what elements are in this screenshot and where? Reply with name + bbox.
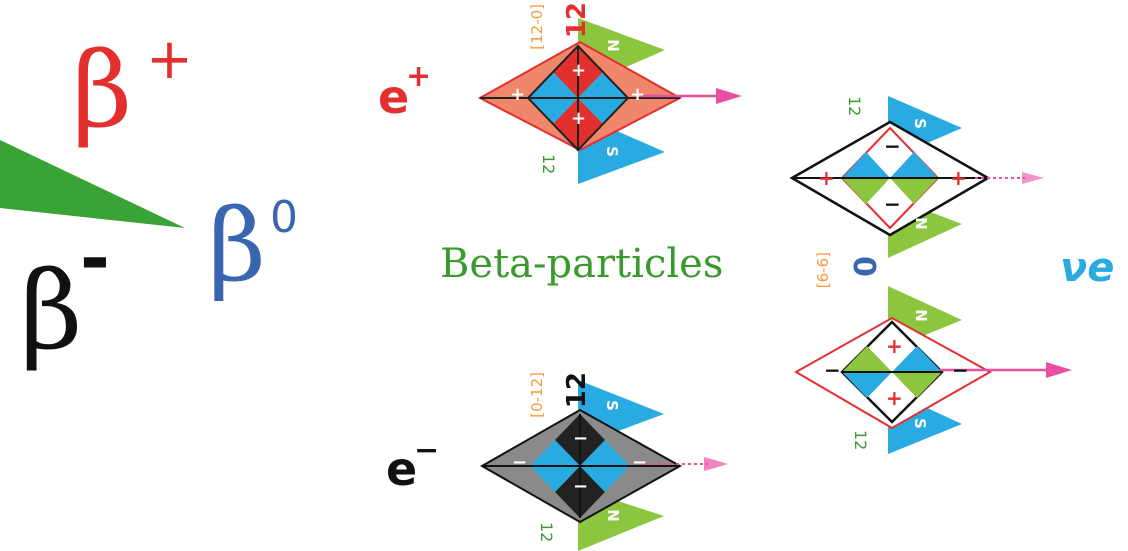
positron-label: e <box>378 74 409 120</box>
neutrino-lower-triangle-n-label: N <box>913 309 928 322</box>
positron-triangle-s-label: S <box>604 146 619 157</box>
neutrino-lower-sign-right: − <box>952 360 969 380</box>
neutrino-lower-sign-bottom: + <box>886 388 903 408</box>
beta-minus-symbol: β <box>20 258 82 366</box>
neutrino-upper-number: 12 <box>846 96 862 116</box>
positron-sign-left: + <box>510 86 525 104</box>
neutrino-upper-sign-left: + <box>818 168 835 188</box>
neutrino-upper-triangle-s-label: S <box>912 118 927 129</box>
positron-sign-top: + <box>571 62 586 80</box>
positron-top-number: 12 <box>564 2 590 38</box>
neutrino-upper-sign-right: + <box>950 168 967 188</box>
positron-bottom-number: 12 <box>540 154 556 174</box>
electron-triangle-n-label: N <box>605 509 620 522</box>
electron-bottom-number: 12 <box>538 522 554 542</box>
electron-sign-right: − <box>632 454 647 472</box>
positron-bracket: [12-0] <box>530 4 545 50</box>
positron-triangle-n-label: N <box>605 39 620 52</box>
electron-top-number: 12 <box>564 372 590 408</box>
diagram-caption: Beta-particles <box>440 244 723 284</box>
beta-plus-charge: + <box>146 32 193 88</box>
electron-charge: − <box>414 436 439 466</box>
neutrino-lower-number: 12 <box>852 430 868 450</box>
positron-sign-right: + <box>630 86 645 104</box>
positron-charge: + <box>406 62 431 92</box>
electron-sign-top: − <box>573 430 588 448</box>
green-wedge <box>0 140 185 228</box>
neutrino-lower-triangle-s-label: S <box>912 418 927 429</box>
neutrino-bracket: [6-6] <box>816 252 831 288</box>
beta-zero-symbol: β <box>208 196 266 296</box>
neutrino-center-number: 0 <box>848 256 878 277</box>
beta-minus-charge: - <box>80 222 110 294</box>
electron-triangle-s-label: S <box>604 400 619 411</box>
electron-bracket: [0-12] <box>530 372 545 418</box>
neutrino-upper-triangle-n-label: N <box>913 217 928 230</box>
electron-label: e <box>386 446 417 492</box>
neutrino-lower-sign-top: + <box>886 336 903 356</box>
beta-zero-charge: 0 <box>270 196 298 240</box>
positron-sign-bottom: + <box>571 110 586 128</box>
electron-sign-bottom: − <box>573 478 588 496</box>
neutrino-lower-sign-left: − <box>824 360 841 380</box>
electron-sign-left: − <box>512 454 527 472</box>
neutrino-upper-sign-top: − <box>884 136 901 156</box>
beta-plus-symbol: β <box>72 38 132 142</box>
neutrino-label: νe <box>1060 248 1114 288</box>
neutrino-upper-sign-bottom: − <box>884 194 901 214</box>
